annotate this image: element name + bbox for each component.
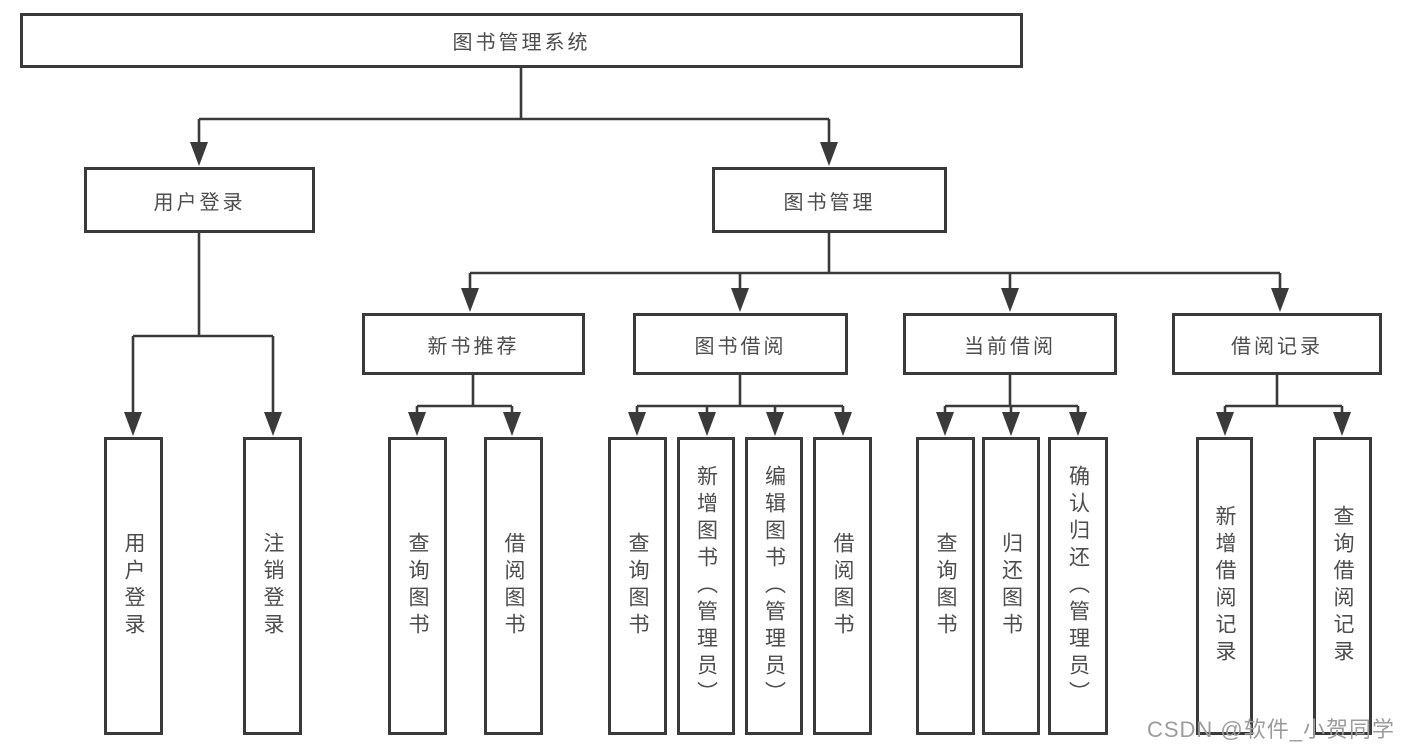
leaf-logout: 注销登录 <box>243 437 302 735</box>
leaf-user-login: 用户登录 <box>104 437 163 735</box>
node-library-management-system: 图书管理系统 <box>20 13 1023 68</box>
node-borrowing-records: 借阅记录 <box>1172 313 1382 375</box>
leaf-edit-books-admin: 编辑图书（管理员） <box>745 437 803 735</box>
node-current-borrowing: 当前借阅 <box>903 313 1117 375</box>
node-book-management: 图书管理 <box>712 167 947 233</box>
leaf-search-books-borrowing: 查询图书 <box>608 437 667 735</box>
node-book-borrowing: 图书借阅 <box>633 313 848 375</box>
leaf-search-borrow-record: 查询借阅记录 <box>1313 437 1372 735</box>
leaf-search-books-current: 查询图书 <box>916 437 975 735</box>
node-new-book-recommendation: 新书推荐 <box>362 313 585 375</box>
leaf-return-books: 归还图书 <box>982 437 1040 735</box>
leaf-search-books-recommend: 查询图书 <box>388 437 447 735</box>
leaf-borrow-books-recommend: 借阅图书 <box>484 437 543 735</box>
watermark-csdn: CSDN @软件_小贺同学 <box>1146 717 1395 742</box>
node-user-login: 用户登录 <box>84 167 315 233</box>
leaf-borrow-books: 借阅图书 <box>813 437 872 735</box>
leaf-add-books-admin: 新增图书（管理员） <box>677 437 735 735</box>
leaf-confirm-return-admin: 确认归还（管理员） <box>1048 437 1108 735</box>
leaf-add-borrow-record: 新增借阅记录 <box>1196 437 1253 735</box>
arrowhead-markers <box>124 142 1351 436</box>
connector-lines <box>131 68 1344 416</box>
